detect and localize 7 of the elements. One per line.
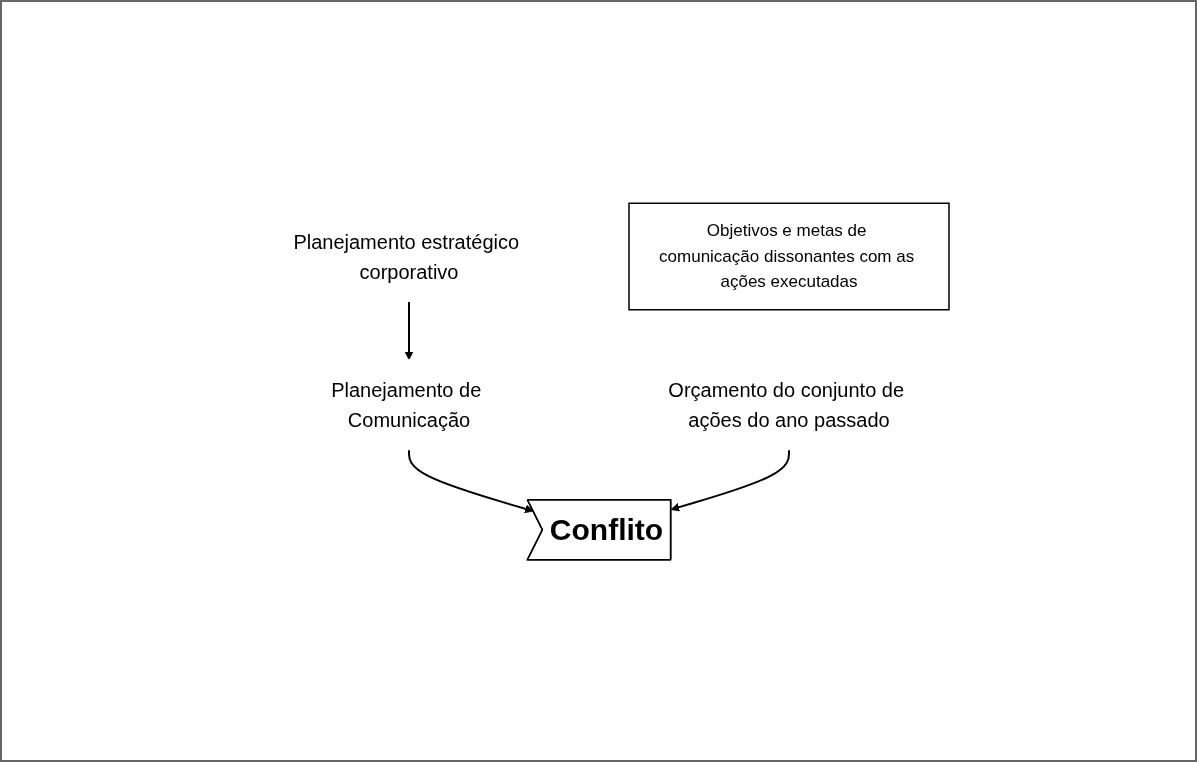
arrow xyxy=(404,300,413,360)
arrow xyxy=(407,448,534,513)
node-box: Objetivos e metas de comunicação dissonantes com as ações executadas xyxy=(627,202,950,310)
node-text: Planejamento de Comunicação xyxy=(330,378,481,431)
arrow xyxy=(670,448,790,511)
node-text: Planejamento estratégico corporativo xyxy=(292,230,519,282)
node-text: Orçamento do conjunto de ações do ano passado xyxy=(667,378,904,431)
